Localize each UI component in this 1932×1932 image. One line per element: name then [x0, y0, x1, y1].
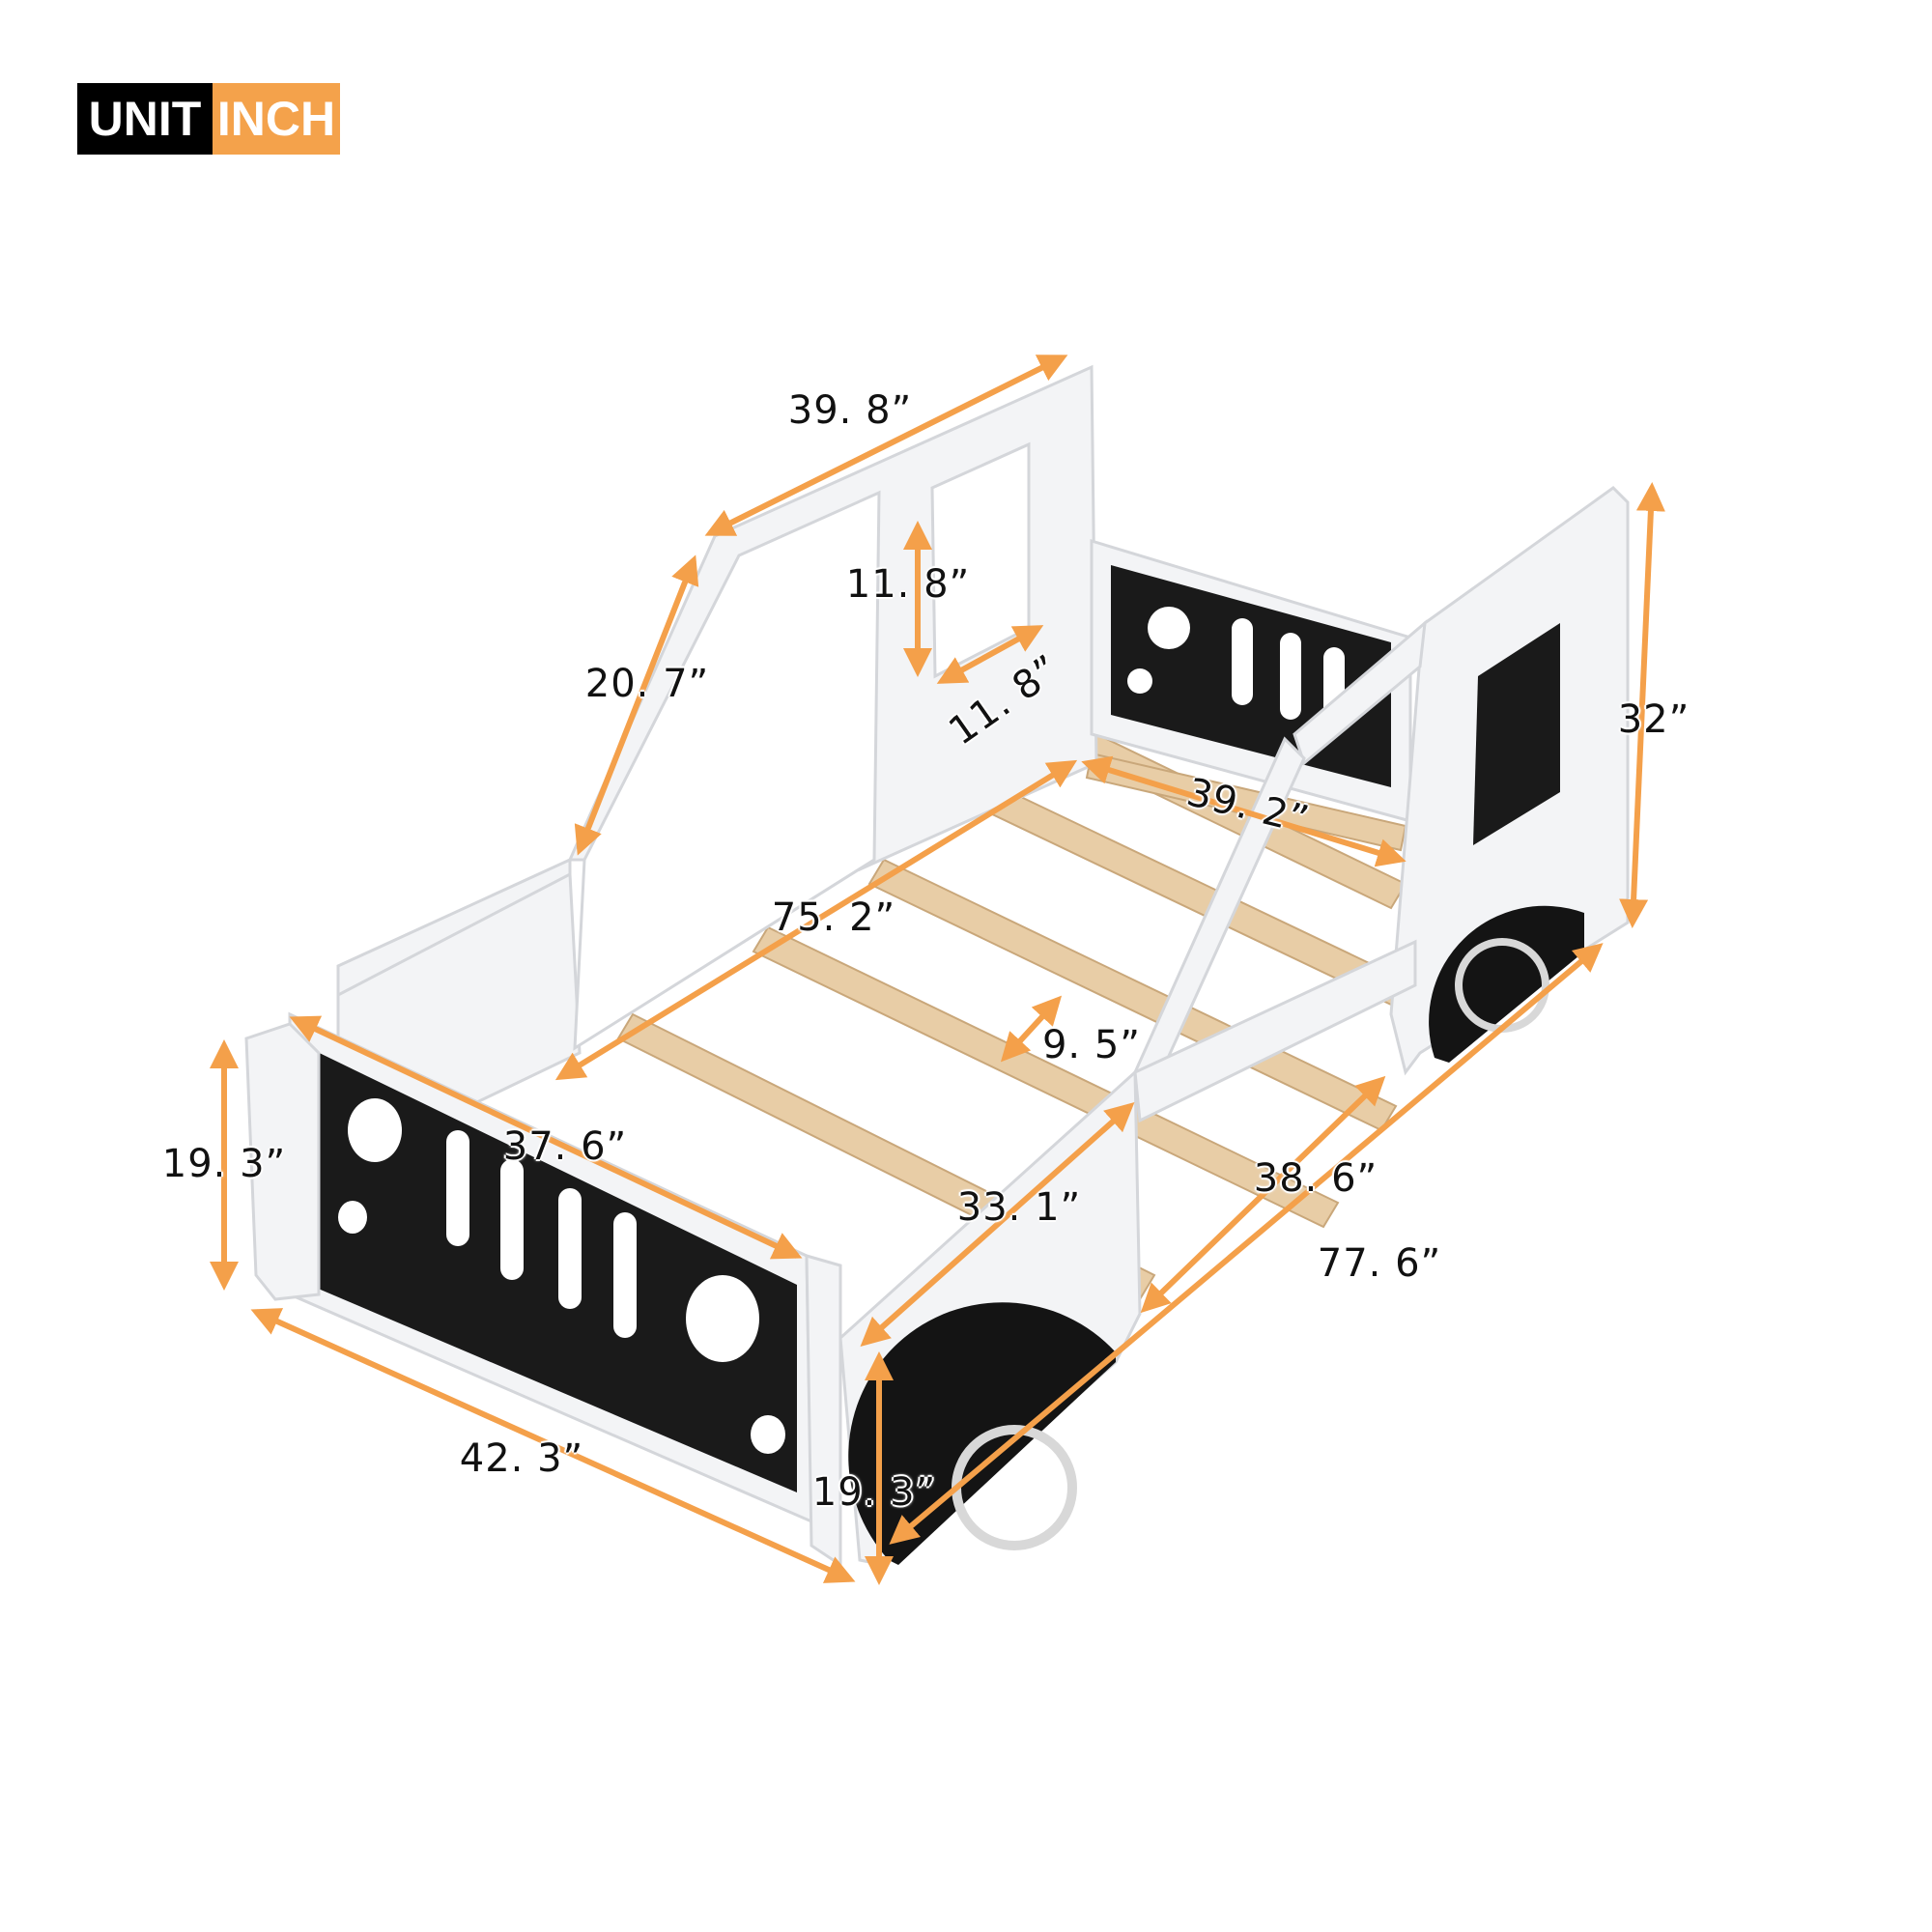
dim-label-42-3: 42. 3” — [459, 1436, 584, 1481]
unit-value: INCH — [213, 83, 340, 155]
arrow-37-6 — [289, 1015, 803, 1260]
dim-label-33-1: 33. 1” — [956, 1185, 1082, 1230]
arrow-39-8 — [704, 355, 1068, 536]
arrow-32 — [1619, 482, 1665, 928]
unit-badge: UNIT INCH — [77, 83, 340, 155]
arrow-39-2 — [1081, 755, 1406, 867]
dim-label-9-5: 9. 5” — [1041, 1023, 1142, 1067]
dim-label-38-6: 38. 6” — [1253, 1156, 1378, 1201]
dim-label-75-2: 75. 2” — [771, 895, 896, 940]
dim-label-20-7: 20. 7” — [584, 662, 710, 706]
unit-label: UNIT — [77, 83, 213, 155]
dimension-arrows — [210, 355, 1665, 1585]
arrow-42-3 — [250, 1308, 856, 1583]
dim-label-19-3-front: 19. 3” — [811, 1470, 937, 1515]
dim-label-39-8: 39. 8” — [787, 388, 913, 433]
right-front-post — [805, 1254, 842, 1568]
dim-label-77-6: 77. 6” — [1317, 1241, 1442, 1286]
dim-label-11-8-vertical: 11. 8” — [845, 562, 971, 607]
dim-label-32: 32” — [1617, 697, 1690, 742]
dim-label-19-3-left: 19. 3” — [161, 1142, 287, 1186]
arrow-77-6 — [889, 943, 1604, 1545]
right-cab-window — [1473, 623, 1560, 845]
arrow-11-8-diagonal — [936, 625, 1044, 684]
dim-label-37-6: 37. 6” — [502, 1124, 628, 1169]
